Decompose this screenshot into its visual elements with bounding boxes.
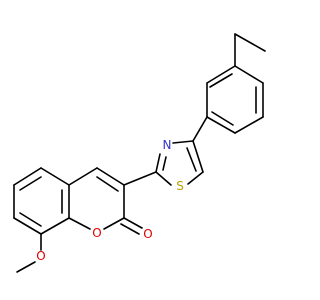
bond-c5-c6-inner: [19, 176, 42, 191]
bond-c7-c8: [13, 217, 42, 235]
atom-nitrogen: N: [163, 138, 172, 152]
bond-thz-c2-n: [155, 153, 161, 173]
bond-c4a-c5: [40, 167, 70, 186]
atom-label-o-carbonyl: O: [143, 227, 152, 241]
bond-c5-c6: [13, 167, 42, 186]
atom-label-n: N: [163, 138, 172, 152]
atom-carbonyl-oxygen: O: [143, 227, 152, 241]
bond-thz-c4-c5: [192, 140, 204, 173]
bond-c7-c8-inner: [19, 212, 42, 227]
bond-ph-3-inner: [211, 111, 234, 126]
bond-ph-1: [206, 65, 236, 84]
bond-thz-c2-n-inner: [162, 156, 167, 171]
atom-label-o-ring: O: [92, 226, 101, 240]
atom-label-o-methoxy: O: [36, 249, 45, 263]
bond-c3-c4-inner: [96, 176, 119, 192]
atom-methoxy-oxygen: O: [36, 249, 45, 263]
bond-thz-c4-c5-inner: [186, 147, 197, 172]
bond-c2-o1: [103, 217, 125, 230]
bond-thz-n-c4: [172, 140, 194, 144]
atom-ring-oxygen: O: [92, 226, 101, 240]
bond-thz-s-c2: [155, 171, 172, 186]
bond-c8-c8a: [40, 217, 70, 235]
bond-o1-c8a: [68, 217, 91, 230]
bond-ethyl-ch2-ch3: [234, 33, 266, 52]
atom-label-s: S: [176, 179, 184, 193]
bond-c3-c4: [96, 167, 125, 186]
bond-thz-c5-s: [187, 171, 204, 185]
bond-c4-c4a: [68, 167, 98, 186]
bond-ph-3: [206, 116, 236, 134]
bond-ph-thiazole: [192, 116, 208, 142]
bond-omethoxy-ch3: [16, 261, 36, 273]
bond-c2-carbonyl: [123, 217, 143, 229]
molecule-diagram: N S O O O: [13, 33, 266, 273]
bond-ph-6: [234, 65, 264, 84]
bond-ph-4: [234, 116, 264, 134]
atom-sulfur: S: [176, 179, 184, 193]
molecule-structure: N S O O O: [13, 33, 266, 273]
bond-c2-carbonyl-2: [120, 223, 140, 235]
bond-ph-1-inner: [209, 73, 233, 88]
bond-thiazole-coumarin: [123, 171, 157, 186]
